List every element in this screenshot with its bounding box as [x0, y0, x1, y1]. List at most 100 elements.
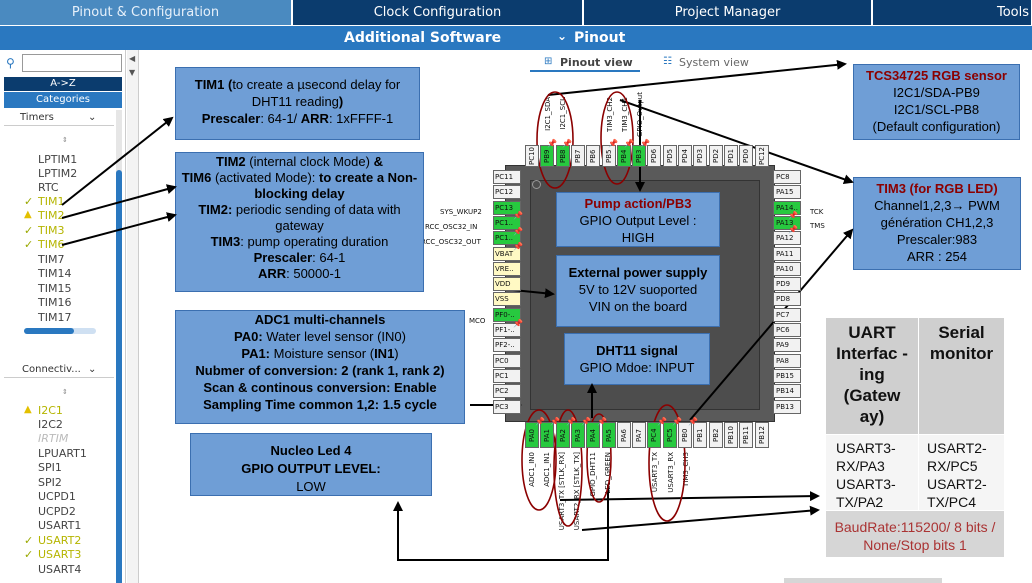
sidebar-item-spi2[interactable]: SPI2 — [38, 476, 62, 489]
pin-right-pa9[interactable]: PA9 — [773, 338, 801, 353]
pin-left-pc12[interactable]: PC12 — [493, 185, 521, 200]
pin-top-pc12[interactable]: PC12 — [754, 145, 769, 167]
pin-left-pc13[interactable]: PC13 — [493, 200, 521, 215]
pin-left-vbat[interactable]: VBAT — [493, 246, 521, 261]
pin-top-pb3[interactable]: PB3 — [632, 145, 647, 167]
sidebar-item-tim17[interactable]: TIM17 — [38, 311, 72, 324]
sidebar-item-lptim2[interactable]: LPTIM2 — [38, 167, 78, 180]
highlight-ellipse-i2c — [536, 91, 574, 189]
categories-button[interactable]: Categories — [4, 92, 122, 108]
sidebar-item-irtim[interactable]: IRTIM — [38, 432, 69, 445]
pin-bottom-pb10[interactable]: PB10 — [723, 422, 738, 448]
pin-top-pb9[interactable]: PB9 — [540, 145, 555, 167]
pin-left-pf2[interactable]: PF2-.. — [493, 338, 521, 353]
pin-left-pf1[interactable]: PF1-.. — [493, 323, 521, 337]
pin-top-pd6[interactable]: PD6 — [647, 145, 662, 167]
pin-right-pb15[interactable]: PB15 — [773, 368, 801, 383]
pin-left-pc1[interactable]: PC1.. — [493, 215, 521, 230]
pin-left-vdd[interactable]: VDD — [493, 277, 521, 292]
check-icon: ✓ — [24, 195, 34, 208]
pin-left-vre[interactable]: VRE.. — [493, 261, 521, 276]
sidebar-item-tim6[interactable]: TIM6 — [38, 238, 65, 251]
pin-right-pa10[interactable]: PA10 — [773, 261, 801, 276]
pin-right-pb13[interactable]: PB13 — [773, 399, 801, 414]
pin-top-pb7[interactable]: PB7 — [570, 145, 585, 167]
search-input[interactable] — [22, 54, 122, 72]
timers-category-header[interactable]: Timers⌄ — [4, 110, 114, 126]
sidebar-item-i2c2[interactable]: I2C2 — [38, 418, 63, 431]
sidebar-item-spi1[interactable]: SPI1 — [38, 461, 62, 474]
pin-right-pd9[interactable]: PD9 — [773, 277, 801, 292]
pin-left-pf0[interactable]: PF0-.. — [493, 307, 521, 322]
expand-icon[interactable]: ▼ — [129, 68, 136, 77]
pin-top-pd3[interactable]: PD3 — [693, 145, 708, 167]
pin-left-pc2[interactable]: PC2 — [493, 384, 521, 399]
pin-top-pd4[interactable]: PD4 — [678, 145, 692, 167]
highlight-ellipse-usart3 — [648, 404, 686, 522]
sidebar-item-tim14[interactable]: TIM14 — [38, 267, 72, 280]
pin-left-pc1[interactable]: PC1 — [493, 368, 521, 383]
collapse-icon[interactable]: ◀ — [129, 54, 136, 63]
sidebar-item-usart3[interactable]: USART3 — [38, 548, 82, 561]
pinout-menu[interactable]: Pinout — [574, 30, 626, 46]
pin-right-pa15[interactable]: PA15 — [773, 185, 801, 200]
pin-left-pc0[interactable]: PC0 — [493, 353, 521, 368]
tab-pinout-configuration[interactable]: Pinout & Configuration — [0, 0, 292, 25]
pin-right-pc8[interactable]: PC8 — [773, 170, 801, 184]
pin-right-pb14[interactable]: PB14 — [773, 384, 801, 399]
pin-top-pb6[interactable]: PB6 — [586, 145, 601, 167]
horizontal-scrollbar[interactable] — [24, 328, 96, 334]
sidebar-item-i2c1[interactable]: I2C1 — [38, 404, 63, 417]
pin-top-pd2[interactable]: PD2 — [708, 145, 723, 167]
pin-left-vss[interactable]: VSS — [493, 292, 521, 307]
system-view-tab[interactable]: System view — [679, 56, 749, 69]
chevron-down-icon[interactable]: ⌄ — [557, 29, 568, 43]
sidebar-item-ucpd1[interactable]: UCPD1 — [38, 490, 76, 503]
sidebar-item-rtc[interactable]: RTC — [38, 181, 59, 194]
pin-top-pd1[interactable]: PD1 — [723, 145, 738, 167]
pinout-view-tab[interactable]: Pinout view — [560, 56, 633, 69]
pin-left-pc1[interactable]: PC1.. — [493, 231, 521, 246]
vertical-scrollbar[interactable] — [116, 110, 122, 583]
pin-top-pb8[interactable]: PB8 — [555, 145, 570, 167]
tab-project-manager[interactable]: Project Manager — [584, 0, 872, 25]
pin-right-pa13[interactable]: PA13 — [773, 215, 801, 230]
sidebar-item-lpuart1[interactable]: LPUART1 — [38, 447, 87, 460]
sidebar-item-tim1[interactable]: TIM1 — [38, 195, 65, 208]
pin-right-pd8[interactable]: PD8 — [773, 292, 801, 307]
panel-divider[interactable]: ◀ ▼ — [127, 50, 139, 583]
pin-bottom-pa7[interactable]: PA7 — [632, 422, 647, 448]
sidebar-item-tim15[interactable]: TIM15 — [38, 282, 72, 295]
pin-bottom-pb11[interactable]: PB11 — [739, 422, 754, 448]
pin-top-pb4[interactable]: PB4 — [616, 145, 631, 167]
pin-right-pa8[interactable]: PA8 — [773, 353, 801, 368]
sidebar-item-tim2[interactable]: TIM2 — [38, 209, 65, 222]
connectivity-category-header[interactable]: Connectiv...⌄ — [4, 362, 114, 378]
pin-left-pc3[interactable]: PC3 — [493, 399, 521, 414]
pin-right-pa14[interactable]: PA14.. — [773, 200, 801, 215]
pin-bottom-pa6[interactable]: PA6 — [616, 422, 631, 448]
pin-bottom-pb2[interactable]: PB2 — [708, 422, 723, 448]
pin-right-pa11[interactable]: PA11 — [773, 246, 801, 261]
sidebar-item-usart4[interactable]: USART4 — [38, 563, 82, 576]
sidebar-item-usart1[interactable]: USART1 — [38, 519, 82, 532]
pin-bottom-pb12[interactable]: PB12 — [754, 422, 769, 448]
sidebar-item-lptim1[interactable]: LPTIM1 — [38, 153, 78, 166]
additional-software-menu[interactable]: Additional Software — [344, 30, 502, 46]
pin-top-pd0[interactable]: PD0 — [739, 145, 754, 167]
sort-az-button[interactable]: A->Z — [4, 77, 122, 91]
pin-left-pc11[interactable]: PC11 — [493, 170, 521, 184]
pin-right-pc6[interactable]: PC6 — [773, 323, 801, 337]
pin-right-pa12[interactable]: PA12 — [773, 231, 801, 246]
tab-clock-configuration[interactable]: Clock Configuration — [293, 0, 583, 25]
note-tim3-line2: génération CH1,2,3 — [880, 215, 994, 230]
pin-top-pb5[interactable]: PB5 — [601, 145, 616, 167]
pin-top-pc10[interactable]: PC10 — [525, 145, 539, 167]
pin-top-pd5[interactable]: PD5 — [662, 145, 677, 167]
pin-right-pc7[interactable]: PC7 — [773, 307, 801, 322]
sidebar-item-tim3[interactable]: TIM3 — [38, 224, 65, 237]
sidebar-item-usart2[interactable]: USART2 — [38, 534, 82, 547]
sidebar-item-ucpd2[interactable]: UCPD2 — [38, 505, 76, 518]
sidebar-item-tim16[interactable]: TIM16 — [38, 296, 72, 309]
sidebar-item-tim7[interactable]: TIM7 — [38, 253, 65, 266]
